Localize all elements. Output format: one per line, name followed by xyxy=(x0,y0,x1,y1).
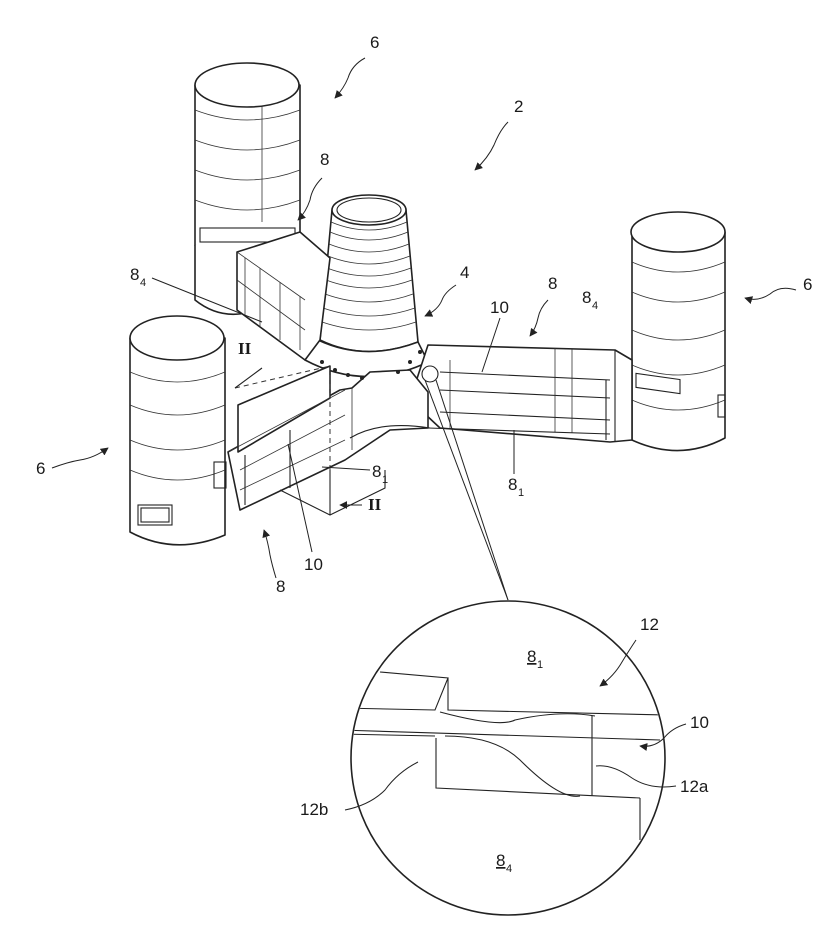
label-12b: 12b xyxy=(300,800,328,819)
label-4: 4 xyxy=(460,263,469,282)
label-8sub1-front-sub: 1 xyxy=(382,474,388,486)
label-12a: 12a xyxy=(680,777,709,796)
label-6-left: 6 xyxy=(36,459,45,478)
label-8sub4-right-sub: 4 xyxy=(592,300,598,312)
label-8-right: 8 xyxy=(548,274,557,293)
label-8-front: 8 xyxy=(276,577,285,596)
label-8sub1-right: 8 xyxy=(508,475,517,494)
label-8sub1-detail-sub: 1 xyxy=(537,659,543,671)
label-section-bottom: II xyxy=(368,495,382,514)
pontoon-arm-front xyxy=(228,366,430,515)
label-8sub4-detail: 8 xyxy=(496,851,505,870)
label-10-front: 10 xyxy=(304,555,323,574)
label-8sub4-right: 8 xyxy=(582,288,591,307)
label-8sub1-detail: 8 xyxy=(527,647,536,666)
label-8-back: 8 xyxy=(320,150,329,169)
column-right xyxy=(631,212,725,451)
label-8sub4-detail-sub: 4 xyxy=(506,863,512,875)
label-10-right: 10 xyxy=(490,298,509,317)
label-6-top: 6 xyxy=(370,33,379,52)
label-2: 2 xyxy=(514,97,523,116)
label-6-right: 6 xyxy=(803,275,812,294)
label-8sub1-right-sub: 1 xyxy=(518,487,524,499)
label-8sub4-left: 8 xyxy=(130,265,139,284)
label-8sub1-front: 8 xyxy=(372,462,381,481)
label-8sub4-left-sub: 4 xyxy=(140,277,146,289)
label-section-top: II xyxy=(238,339,252,358)
label-10-detail: 10 xyxy=(690,713,709,732)
column-front-left xyxy=(130,316,226,545)
label-12: 12 xyxy=(640,615,659,634)
